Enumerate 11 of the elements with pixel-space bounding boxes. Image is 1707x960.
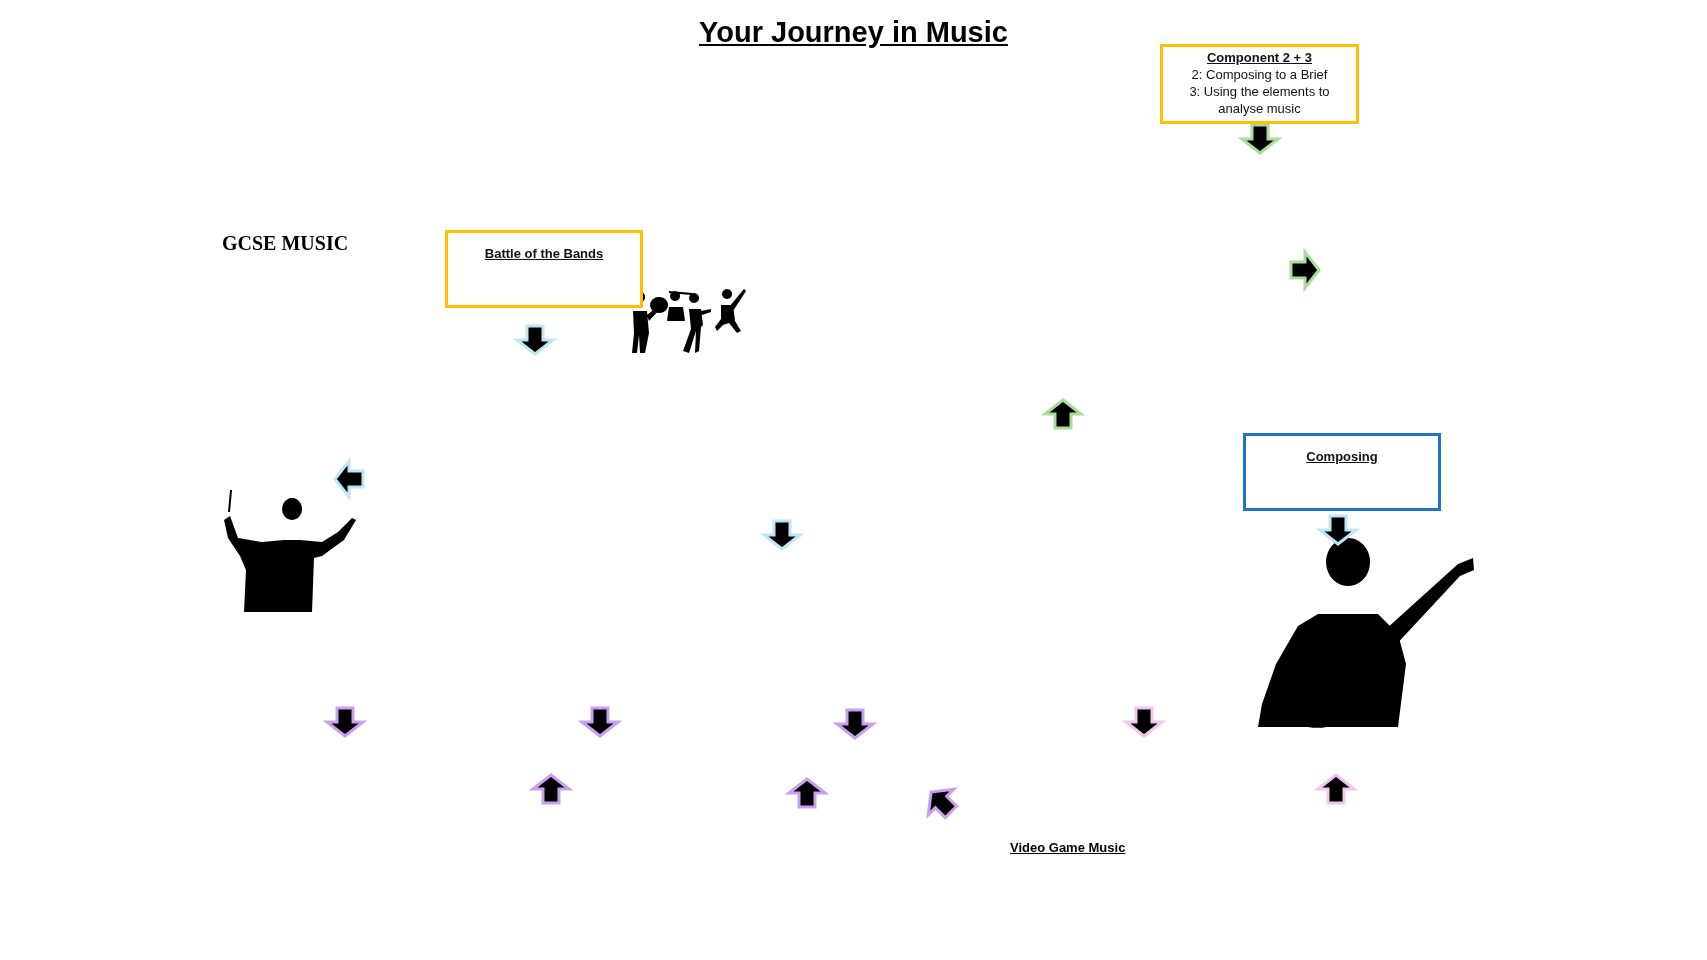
- box-text: 3: Using the elements to analyse music: [1188, 83, 1331, 117]
- box-heading: Battle of the Bands: [483, 245, 605, 262]
- heading-label: GCSE MUSIC: [222, 232, 349, 255]
- box-heading: Component 2 + 3: [1205, 49, 1314, 66]
- title: Your Journey in Music: [699, 16, 1008, 48]
- text-box: [1160, 44, 1359, 124]
- text-box: [1243, 433, 1441, 511]
- box-text: 2: Composing to a Brief: [1190, 66, 1329, 83]
- text-box: [445, 230, 643, 308]
- box-heading: Composing: [1305, 448, 1379, 465]
- section-label: Video Game Music: [1010, 840, 1126, 855]
